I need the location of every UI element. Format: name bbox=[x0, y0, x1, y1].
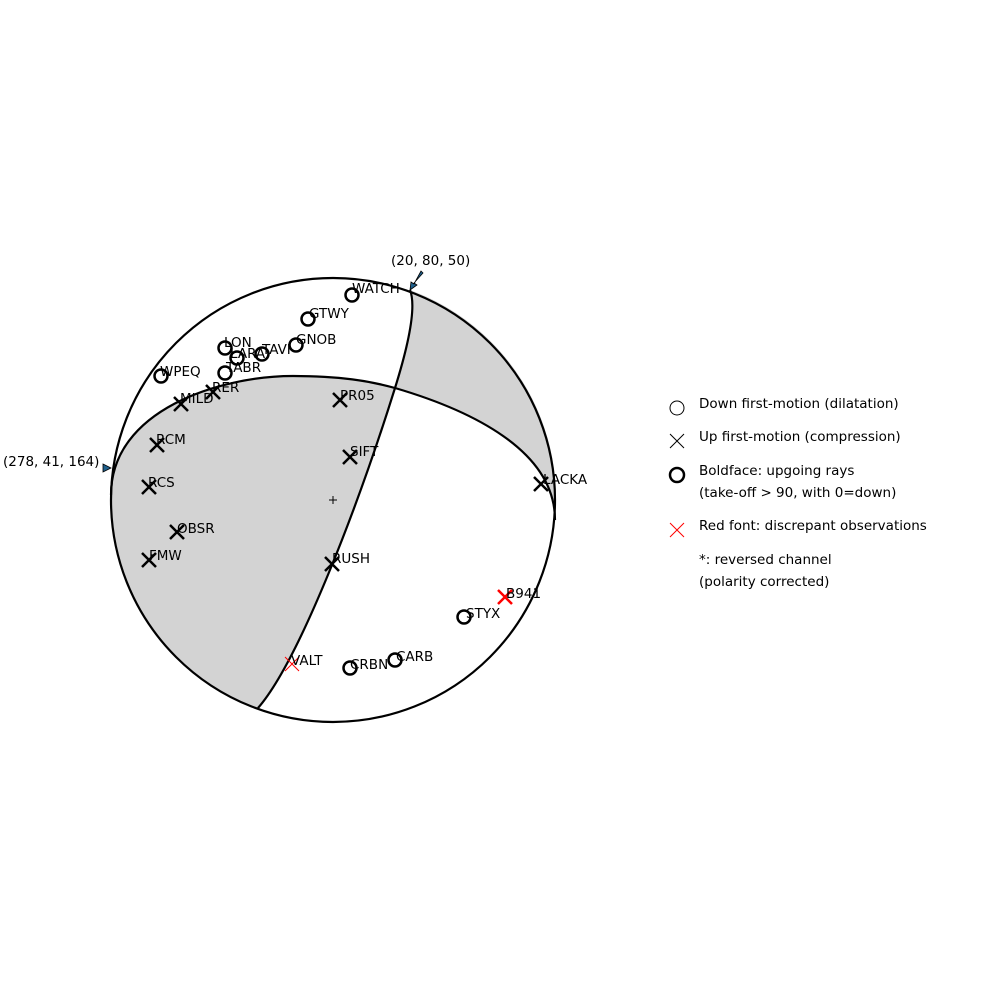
station-label: VALT bbox=[291, 653, 323, 669]
station-label: GNOB bbox=[296, 332, 336, 348]
station-dilatation-marker bbox=[456, 609, 472, 625]
station-label: B941 bbox=[506, 586, 541, 602]
legend-label: (polarity corrected) bbox=[699, 574, 829, 590]
top-arrow-label: (20, 80, 50) bbox=[391, 253, 470, 269]
station-label: TAVI bbox=[261, 342, 291, 358]
station-dilatation-marker bbox=[288, 337, 304, 353]
left-arrow-label: (278, 41, 164) bbox=[3, 454, 99, 470]
station-label: CARB bbox=[396, 649, 433, 665]
station-compression-marker bbox=[141, 479, 157, 495]
station-compression-marker bbox=[332, 392, 348, 408]
station-label: LON bbox=[224, 335, 252, 351]
station-label: SIFT bbox=[350, 444, 379, 460]
legend-label: Up first-motion (compression) bbox=[699, 429, 901, 445]
station-label: RCS bbox=[148, 475, 175, 491]
center-mark bbox=[329, 496, 337, 504]
station-compression-marker bbox=[141, 552, 157, 568]
station-compression-marker bbox=[173, 396, 189, 412]
legend-label: *: reversed channel bbox=[699, 552, 832, 568]
station-dilatation-marker bbox=[217, 365, 233, 381]
left-annotation: (278, 41, 164) bbox=[3, 454, 112, 473]
station-label: RCM bbox=[156, 432, 186, 448]
legend-label: (take-off > 90, with 0=down) bbox=[699, 485, 896, 501]
station-compression-marker bbox=[324, 556, 340, 572]
station-label: RUSH bbox=[332, 551, 370, 567]
station-dilatation-marker bbox=[217, 340, 233, 356]
focal-sphere-outline bbox=[109, 276, 557, 724]
shaded-quadrants bbox=[110, 290, 557, 708]
station-compression-marker bbox=[149, 437, 165, 453]
legend-label: Down first-motion (dilatation) bbox=[699, 396, 899, 412]
station-label: FMW bbox=[149, 548, 182, 564]
station-label: WPEQ bbox=[160, 364, 201, 380]
legend-label: Red font: discrepant observations bbox=[699, 518, 927, 534]
station-label: PR05 bbox=[340, 388, 375, 404]
legend-thin-circle-icon bbox=[669, 400, 685, 416]
station-dilatation-marker bbox=[344, 287, 360, 303]
arrow-icon bbox=[102, 463, 112, 473]
legend-bold-circle-icon bbox=[668, 466, 686, 484]
station-compression-marker bbox=[533, 476, 549, 492]
nodal-plane-1 bbox=[257, 289, 414, 709]
legend-red-x-icon bbox=[669, 522, 685, 538]
legend-thin-x-icon bbox=[669, 433, 685, 449]
station-compression-marker bbox=[169, 524, 185, 540]
station-label: CRBN bbox=[350, 657, 388, 673]
arrow-icon bbox=[409, 270, 424, 291]
station-label: TABR bbox=[225, 360, 261, 376]
station-compression-marker bbox=[205, 384, 221, 400]
station-label: LACKA bbox=[543, 472, 588, 488]
top-annotation: (20, 80, 50) bbox=[391, 253, 470, 291]
station-dilatation-marker bbox=[153, 368, 169, 384]
station-compression-marker bbox=[284, 656, 300, 672]
station-dilatation-marker bbox=[254, 346, 270, 362]
legend-label: Boldface: upgoing rays bbox=[699, 463, 854, 479]
station-dilatation-marker bbox=[229, 350, 245, 366]
compressional-quadrant-left bbox=[110, 376, 395, 708]
station-dilatation-marker bbox=[300, 311, 316, 327]
station-dilatation-marker bbox=[387, 652, 403, 668]
station-label: WATCH bbox=[352, 281, 400, 297]
station-label: GTWY bbox=[309, 306, 350, 322]
station-label: STYX bbox=[466, 606, 500, 622]
compressional-quadrant-right bbox=[395, 290, 557, 520]
station-compression-marker bbox=[497, 589, 513, 605]
station-label: RER bbox=[212, 380, 239, 396]
legend: Down first-motion (dilatation) Up first-… bbox=[668, 396, 927, 590]
station-compression-marker bbox=[342, 449, 358, 465]
station-label: OBSR bbox=[177, 521, 215, 537]
nodal-plane-2 bbox=[109, 374, 557, 521]
station-label: MILD bbox=[180, 391, 214, 407]
station-dilatation-marker bbox=[342, 660, 358, 676]
